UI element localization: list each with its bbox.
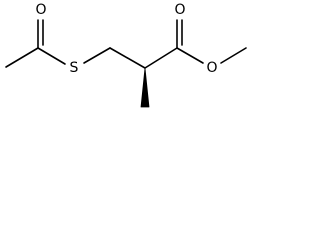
molecule-drawing: O S O O (5, 2, 247, 108)
bond-ester-carbon-oxygen (176, 47, 204, 64)
bond-ester-oxygen-methyl (220, 47, 247, 64)
bond-acetyl-carbon-sulfur (37, 47, 66, 65)
bond-methylene-stereocenter (109, 47, 146, 69)
structure-diagram: O S O O (0, 0, 250, 112)
atom-label-acetyl-oxygen: O (35, 2, 46, 18)
bond-stereocenter-ester-carbon (144, 47, 178, 69)
atom-label-carbonyl-oxygen: O (174, 2, 185, 18)
stereo-wedge-methyl (140, 67, 150, 108)
atom-label-ester-oxygen: O (206, 60, 217, 76)
bond-sulfur-methylene (83, 47, 111, 64)
atom-label-sulfur: S (70, 60, 79, 76)
bond-methyl-acetyl-carbon (5, 47, 39, 68)
